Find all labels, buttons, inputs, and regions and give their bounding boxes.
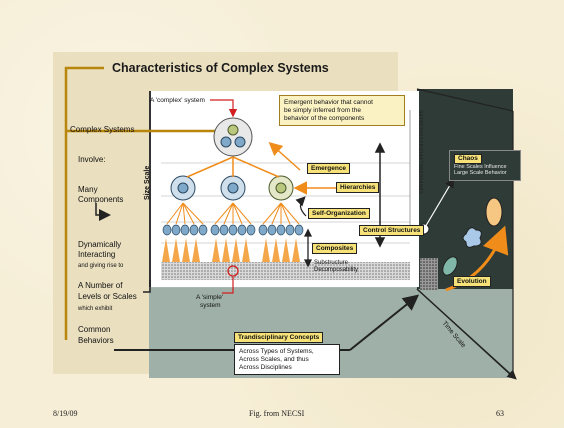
trans-line-3: Across Disciplines <box>239 363 292 371</box>
substrate-band <box>161 262 410 280</box>
tag-transdisciplinary: Trandisciplinary Concepts <box>234 332 324 343</box>
emergence-arrow <box>268 142 301 171</box>
chaos-line-1: Fine Scales Influence <box>454 163 507 170</box>
trans-line-1: Across Types of Systems, <box>239 348 314 355</box>
levels-arrow <box>143 280 151 293</box>
evolution-shapes <box>442 197 503 276</box>
simple-pointer <box>222 277 234 294</box>
label-substructure: Substructure <box>314 260 349 266</box>
label-many: Many <box>78 185 98 194</box>
side-face-dark <box>417 89 513 289</box>
label-simple-1: A 'simple' <box>196 294 224 301</box>
emergent-line-1: Emergent behavior that cannot <box>284 99 373 106</box>
tag-evolution: Evolution <box>453 276 491 287</box>
composites-arrow <box>303 228 313 268</box>
emergent-line-2: be simply inferred from the <box>284 106 361 114</box>
top-fans <box>186 156 280 178</box>
chaos-line-2: Large Scale Behavior <box>454 170 507 177</box>
label-interacting: Interacting <box>78 250 116 259</box>
footer-source: Fig. from NECSI <box>249 409 305 418</box>
side-substrate <box>420 258 438 290</box>
complex-system-node <box>213 117 253 157</box>
footer-date: 8/19/09 <box>53 409 78 418</box>
emergent-note: Emergent behavior that cannot be simply … <box>279 95 405 127</box>
chaos-arrow <box>423 177 455 230</box>
component-row <box>162 224 304 236</box>
trans-line-2: Across Scales, and thus <box>239 355 309 363</box>
mid-level-components <box>170 175 294 201</box>
top-band <box>53 52 398 92</box>
tag-emergence: Emergence <box>307 163 351 174</box>
label-a-number: A Number of <box>78 281 123 290</box>
label-which-exhibit: which exhibit <box>78 306 113 312</box>
label-complex-systems: Complex Systems <box>70 125 135 134</box>
complex-pointer <box>210 99 238 118</box>
label-behaviors: Behaviors <box>78 336 114 345</box>
label-levels: Levels or Scales <box>78 292 137 301</box>
trans-note: Across Types of Systems, Across Scales, … <box>234 344 340 376</box>
many-components-arrow <box>95 203 111 221</box>
label-decomposability: Decomposability <box>314 267 359 273</box>
perspective-lines <box>416 88 514 378</box>
simple-marker <box>227 265 239 277</box>
label-and-giving: and giving rise to <box>78 263 124 269</box>
label-dynamically: Dynamically <box>78 240 122 249</box>
orange-fans <box>162 238 300 262</box>
footer-page: 63 <box>496 409 504 418</box>
trans-arrow-up <box>349 294 420 351</box>
label-complex-system: A 'complex' system <box>150 97 205 104</box>
chaos-tag: Chaos <box>454 154 482 164</box>
label-involve: Involve: <box>78 155 106 164</box>
axis-digits: 3478639516833467988354983 <box>417 110 423 194</box>
emergent-line-3: behavior of the components <box>284 114 365 122</box>
tag-control-structures: Control Structures <box>359 225 425 236</box>
label-simple-2: system <box>200 302 221 309</box>
self-org-curve <box>295 196 307 217</box>
label-common: Common <box>78 325 111 334</box>
label-components: Components <box>78 195 124 204</box>
page-title: Characteristics of Complex Systems <box>112 61 329 75</box>
chaos-box: Chaos Fine Scales Influence Large Scale … <box>449 150 521 181</box>
tag-self-organization: Self-Organization <box>308 208 370 219</box>
mid-fans <box>166 202 300 225</box>
left-gold-bracket <box>64 66 245 340</box>
time-scale-arrow <box>416 288 517 380</box>
tag-composites: Composites <box>312 243 358 254</box>
size-scale-label: Size Scale <box>144 165 151 200</box>
tag-hierarchies: Hierarchies <box>336 182 380 193</box>
